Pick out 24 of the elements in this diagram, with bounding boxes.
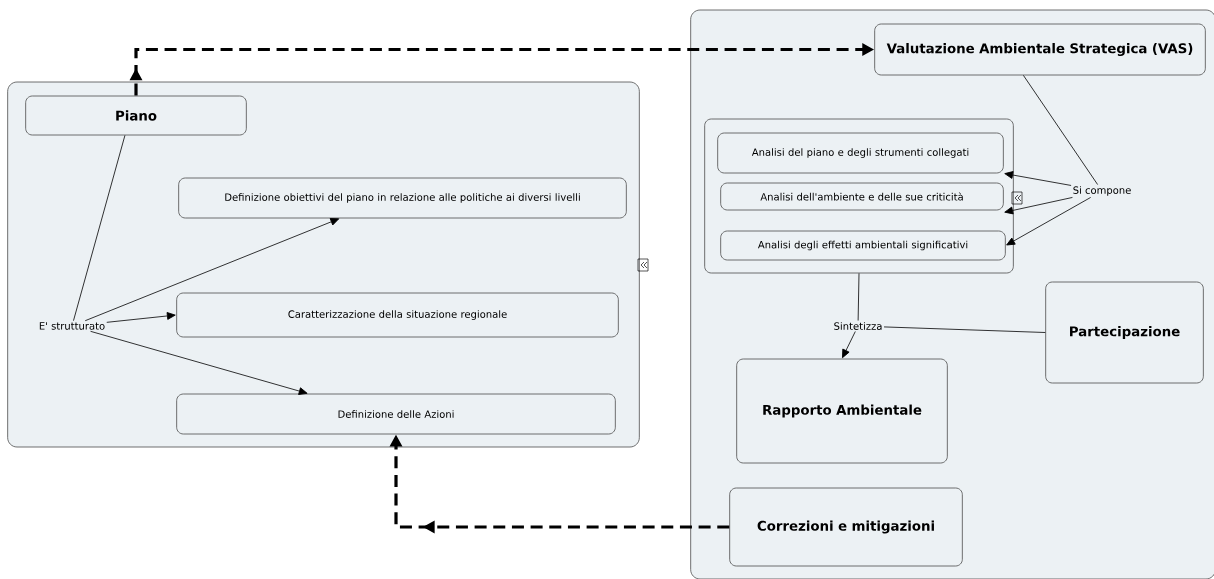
concept-box: Definizione obiettivi del piano in relazione alle politiche ai diversi livelli — [178, 177, 627, 219]
concept-box: Caratterizzazione della situazione regionale — [176, 292, 619, 338]
arrow — [84, 218, 340, 322]
concept-box: Correzioni e mitigazioni — [729, 487, 963, 567]
concept-box: Analisi degli effetti ambientali significativi — [720, 230, 1006, 261]
arrow — [1004, 197, 1073, 215]
connector-line — [73, 135, 126, 322]
concept-box: Rapporto Ambientale — [736, 358, 948, 464]
concept-box: Piano — [25, 95, 247, 136]
arrow — [90, 330, 308, 395]
concept-box: Partecipazione — [1045, 281, 1204, 384]
connector-line — [857, 273, 860, 321]
arrow — [842, 331, 856, 359]
arrow — [106, 312, 176, 323]
arrow — [1006, 197, 1092, 246]
connector-line — [883, 326, 1046, 333]
linking-phrase: E' strutturato — [37, 320, 107, 332]
linking-phrase: Sintetizza — [832, 320, 884, 332]
concept-box: Analisi dell'ambiente e delle sue criticità — [720, 182, 1004, 211]
connector-line — [1023, 75, 1099, 185]
concept-box: Analisi del piano e degli strumenti collegati — [717, 132, 1004, 174]
arrow — [1004, 171, 1072, 186]
concept-box: Valutazione Ambientale Strategica (VAS) — [874, 23, 1206, 76]
concept-box: Definizione delle Azioni — [176, 393, 616, 435]
